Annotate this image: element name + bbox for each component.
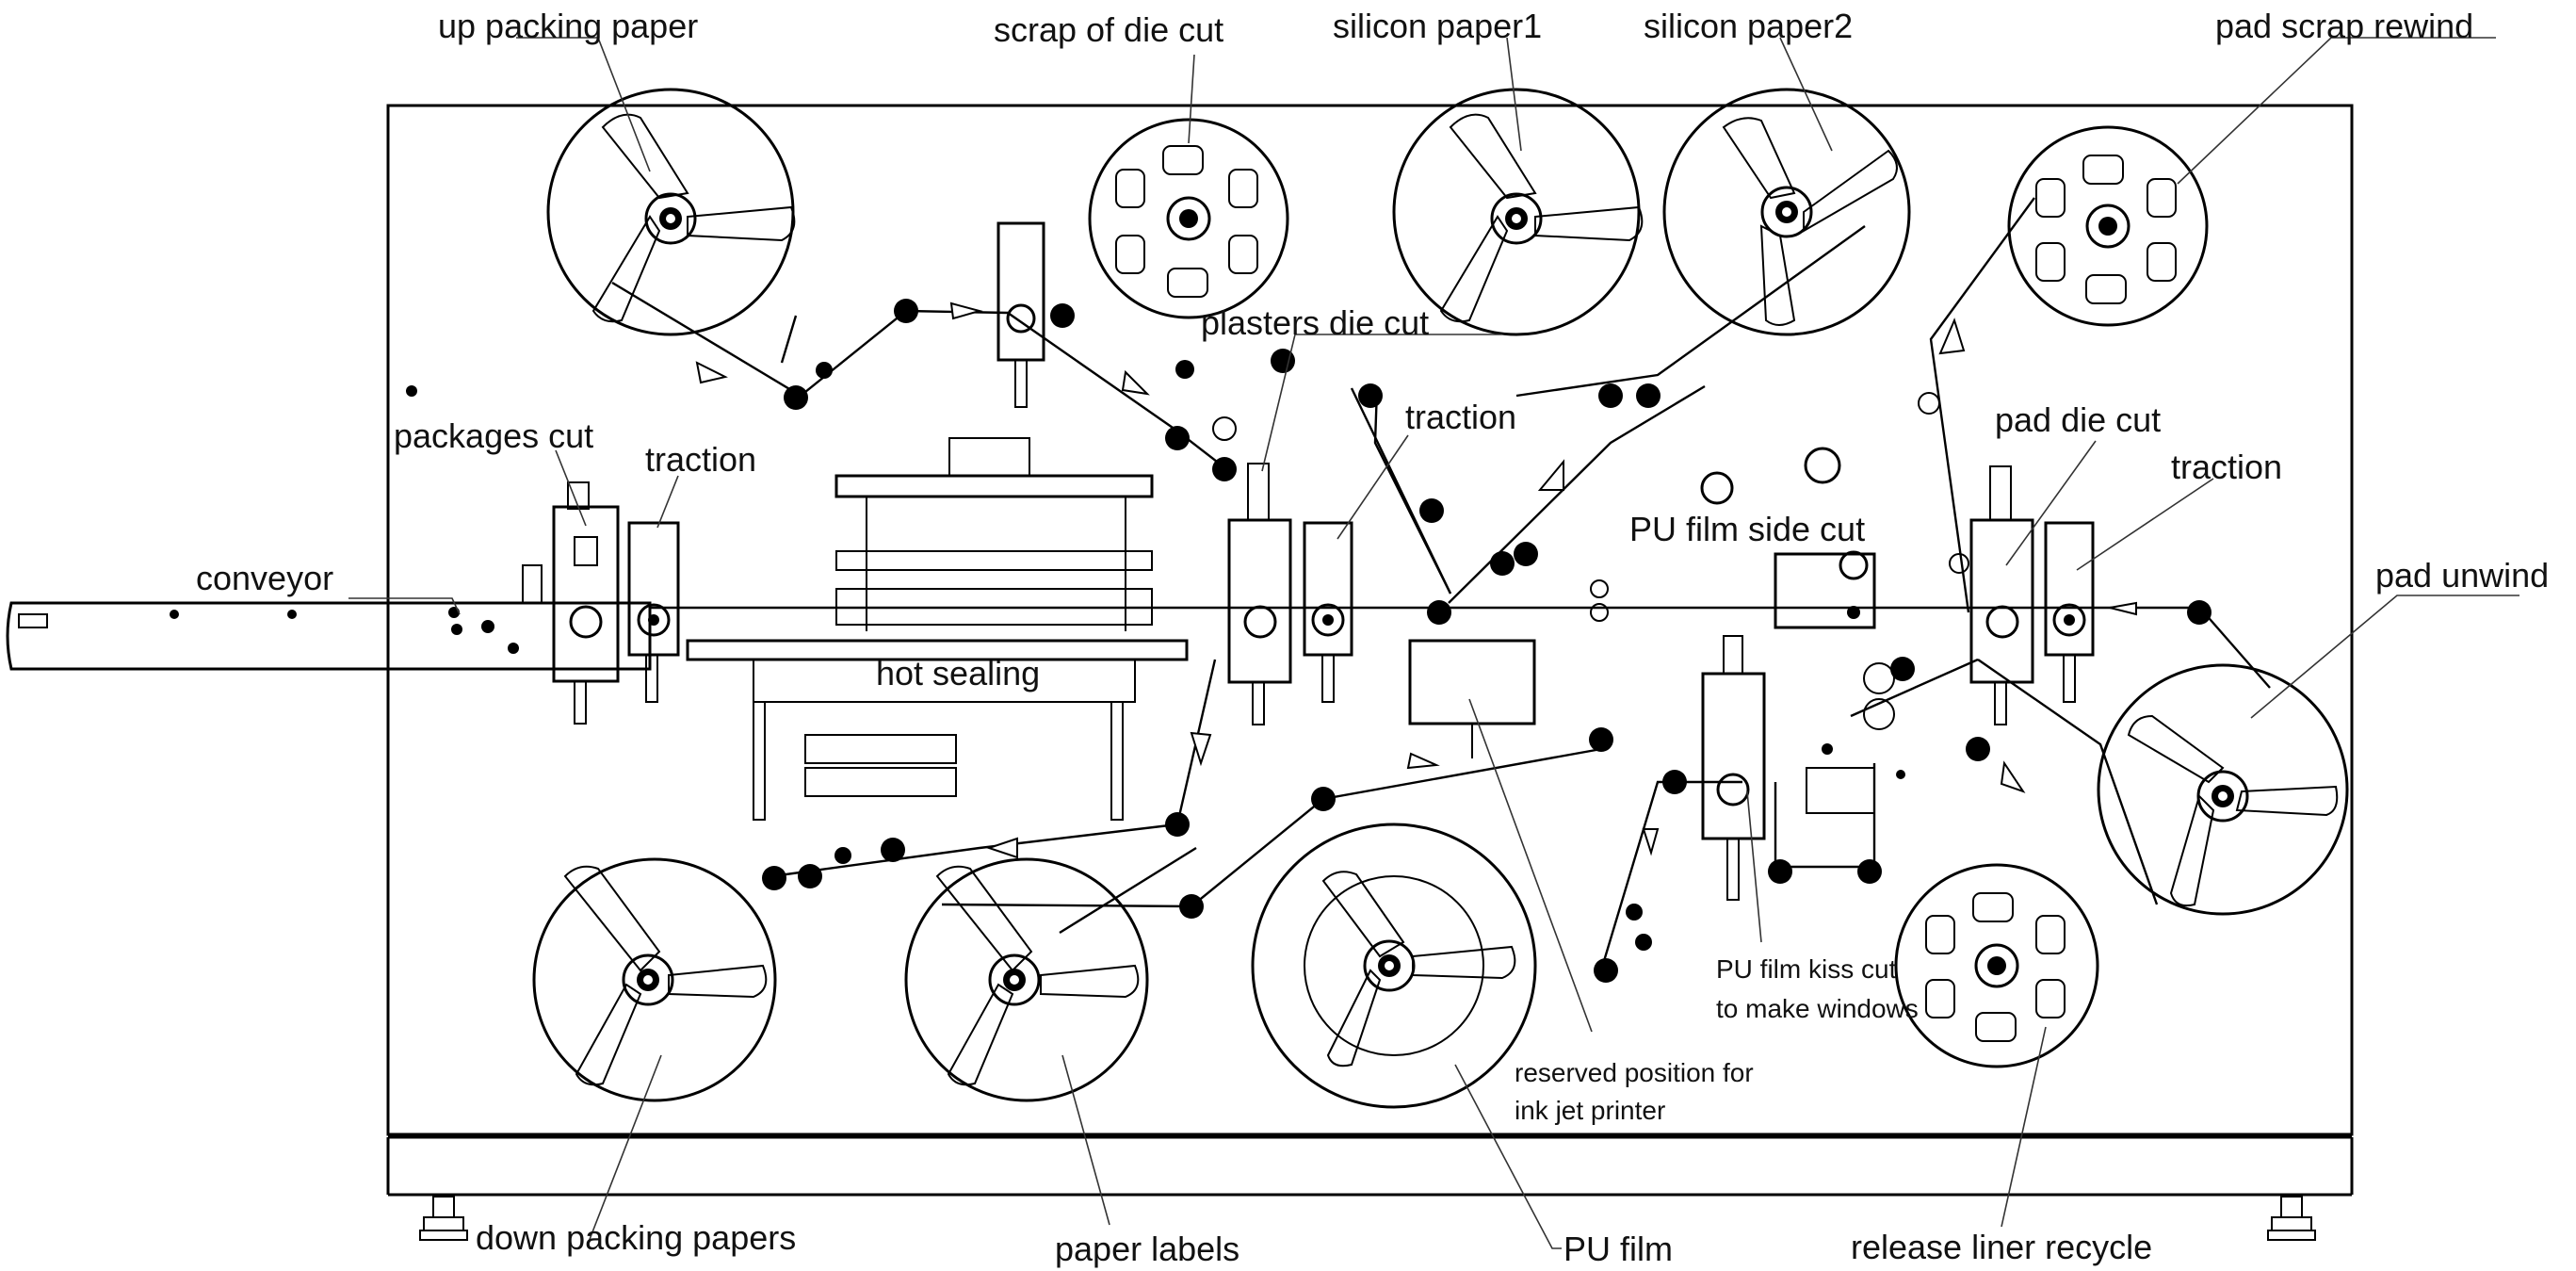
station-traction-mid: [1303, 521, 1353, 703]
label-up-packing-paper: up packing paper: [438, 7, 698, 45]
label-paper-labels: paper labels: [1055, 1230, 1239, 1268]
station-plasters-die-cut: [1227, 463, 1292, 725]
label-traction-left: traction: [645, 440, 756, 479]
label-pu-film-kiss-cut-line2: to make windows: [1716, 994, 1919, 1023]
label-silicon-paper2: silicon paper2: [1644, 7, 1853, 45]
label-packages-cut: packages cut: [394, 416, 593, 455]
reel-release-liner-recycle: [1894, 863, 2099, 1068]
station-traction-left: [627, 521, 680, 703]
label-pad-unwind: pad unwind: [2375, 556, 2549, 595]
label-pu-film: PU film: [1563, 1230, 1673, 1268]
label-pu-film-side-cut: PU film side cut: [1629, 510, 1865, 548]
station-pu-film-kiss-cut: [1701, 635, 1875, 901]
label-silicon-paper1: silicon paper1: [1333, 7, 1542, 45]
guide-rollers: [406, 299, 2211, 983]
leveling-foot-right: [2267, 1196, 2316, 1241]
label-plasters-die-cut: plasters die cut: [1201, 303, 1429, 342]
label-down-packing-papers: down packing papers: [476, 1218, 796, 1257]
direction-arrows: [695, 301, 2137, 859]
label-release-liner-recycle: release liner recycle: [1851, 1228, 2152, 1266]
label-traction-mid: traction: [1405, 398, 1516, 436]
station-packages-cut: [552, 481, 620, 725]
reel-paper-labels: [904, 857, 1149, 1102]
station-pu-film-side-cut: [1700, 447, 1876, 629]
label-reserved-position-line1: reserved position for: [1515, 1058, 1754, 1087]
leveling-foot-left: [419, 1196, 468, 1241]
machine-frame: [386, 104, 2354, 1197]
labels: up packing paper scrap of die cut silico…: [196, 7, 2549, 1268]
web-paths: [611, 197, 2271, 971]
label-pu-film-kiss-cut-line1: PU film kiss cut: [1716, 954, 1897, 984]
reel-down-packing-papers: [532, 857, 777, 1102]
reel-silicon-paper1: [1392, 88, 1644, 336]
station-pad-die-cut: [1969, 465, 2034, 725]
idler-rollers: [1212, 392, 1969, 730]
conveyor: [6, 564, 652, 671]
label-hot-sealing: hot sealing: [876, 654, 1040, 693]
reel-pad-scrap-rewind: [2007, 125, 2209, 327]
ink-jet-printer-position: [1408, 639, 1536, 758]
leader-lines: [348, 37, 2519, 1249]
label-pad-scrap-rewind: pad scrap rewind: [2215, 7, 2473, 45]
label-traction-right: traction: [2171, 448, 2282, 486]
reel-scrap-of-die-cut: [1088, 118, 1289, 319]
reel-silicon-paper2: [1662, 88, 1911, 336]
hot-sealing-unit: [686, 437, 1189, 821]
reel-pu-film: [1251, 823, 1537, 1109]
station-top-cutter: [996, 221, 1045, 408]
label-scrap-of-die-cut: scrap of die cut: [994, 10, 1223, 49]
label-reserved-position-line2: ink jet printer: [1515, 1096, 1665, 1125]
reel-up-packing-paper: [546, 88, 796, 336]
label-pad-die-cut: pad die cut: [1995, 400, 2161, 439]
reel-pad-unwind: [2097, 663, 2349, 916]
station-traction-right: [2044, 521, 2095, 703]
label-conveyor: conveyor: [196, 559, 333, 597]
